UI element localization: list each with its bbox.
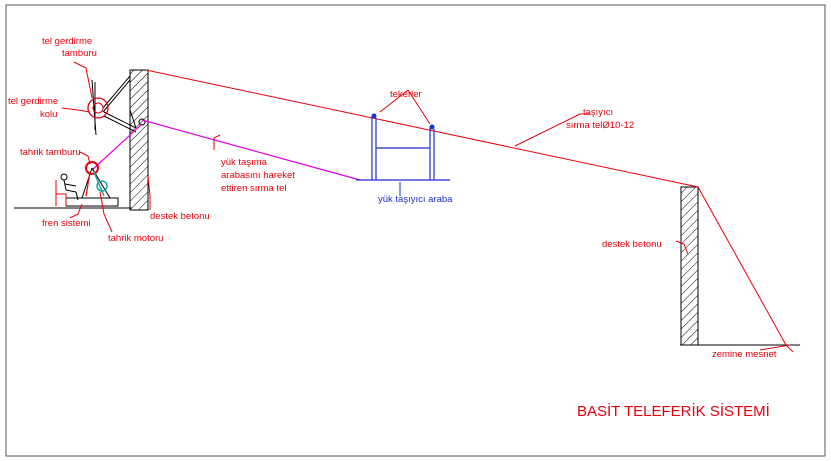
- label-tensioner-arm-2: kolu: [40, 109, 57, 120]
- return-pulley: [138, 118, 146, 126]
- label-support-concrete-left: destek betonu: [150, 211, 210, 222]
- tensioner-drum-hub: [92, 102, 104, 114]
- carrier-cart: [356, 117, 450, 181]
- diagram-title: BASİT TELEFERİK SİSTEMİ: [577, 402, 770, 420]
- left-support-concrete: [129, 69, 149, 211]
- label-haul-rope-3: ettiren sırma tel: [221, 183, 286, 194]
- label-drive-drum: tahrik tamburu: [20, 147, 81, 158]
- label-carrier-rope-2: sırma telØ10-12: [566, 120, 634, 131]
- brake-seat: [55, 180, 67, 206]
- cart-wheel-right: [429, 124, 435, 130]
- label-haul-rope-2: arabasını hareket: [221, 170, 295, 181]
- drive-station: [65, 161, 119, 207]
- haul-rope: [141, 119, 361, 181]
- haul-rope-return: [91, 123, 143, 171]
- label-brake-system: fren sistemi: [42, 218, 91, 229]
- carrier-rope: [145, 69, 787, 346]
- label-tensioner-drum-1: tel gerdirme: [42, 36, 92, 47]
- leader-lines: [61, 61, 791, 351]
- label-tensioner-arm-1: tel gerdirme: [8, 96, 58, 107]
- tensioner-drum: [87, 97, 109, 119]
- label-tensioner-drum-2: tamburu: [62, 48, 97, 59]
- cart-wheel-left: [371, 113, 377, 119]
- label-haul-rope-1: yük taşıma: [221, 157, 268, 168]
- label-carrier-rope-1: taşıyıcı: [583, 107, 613, 118]
- right-support-concrete: [680, 186, 699, 346]
- drawing-frame: [5, 4, 826, 457]
- operator-figure: [60, 173, 79, 201]
- label-support-concrete-right: destek betonu: [602, 239, 662, 250]
- ground-anchor-stub: [785, 344, 794, 353]
- label-ground-anchor: zemine mesnet: [712, 349, 777, 360]
- label-wheels: tekerler: [390, 89, 422, 100]
- drive-drum: [85, 161, 99, 175]
- tensioner-frame: [91, 75, 137, 136]
- label-carrier-cart: yük taşıyıcı araba: [378, 194, 453, 205]
- label-drive-motor: tahrik motoru: [108, 233, 163, 244]
